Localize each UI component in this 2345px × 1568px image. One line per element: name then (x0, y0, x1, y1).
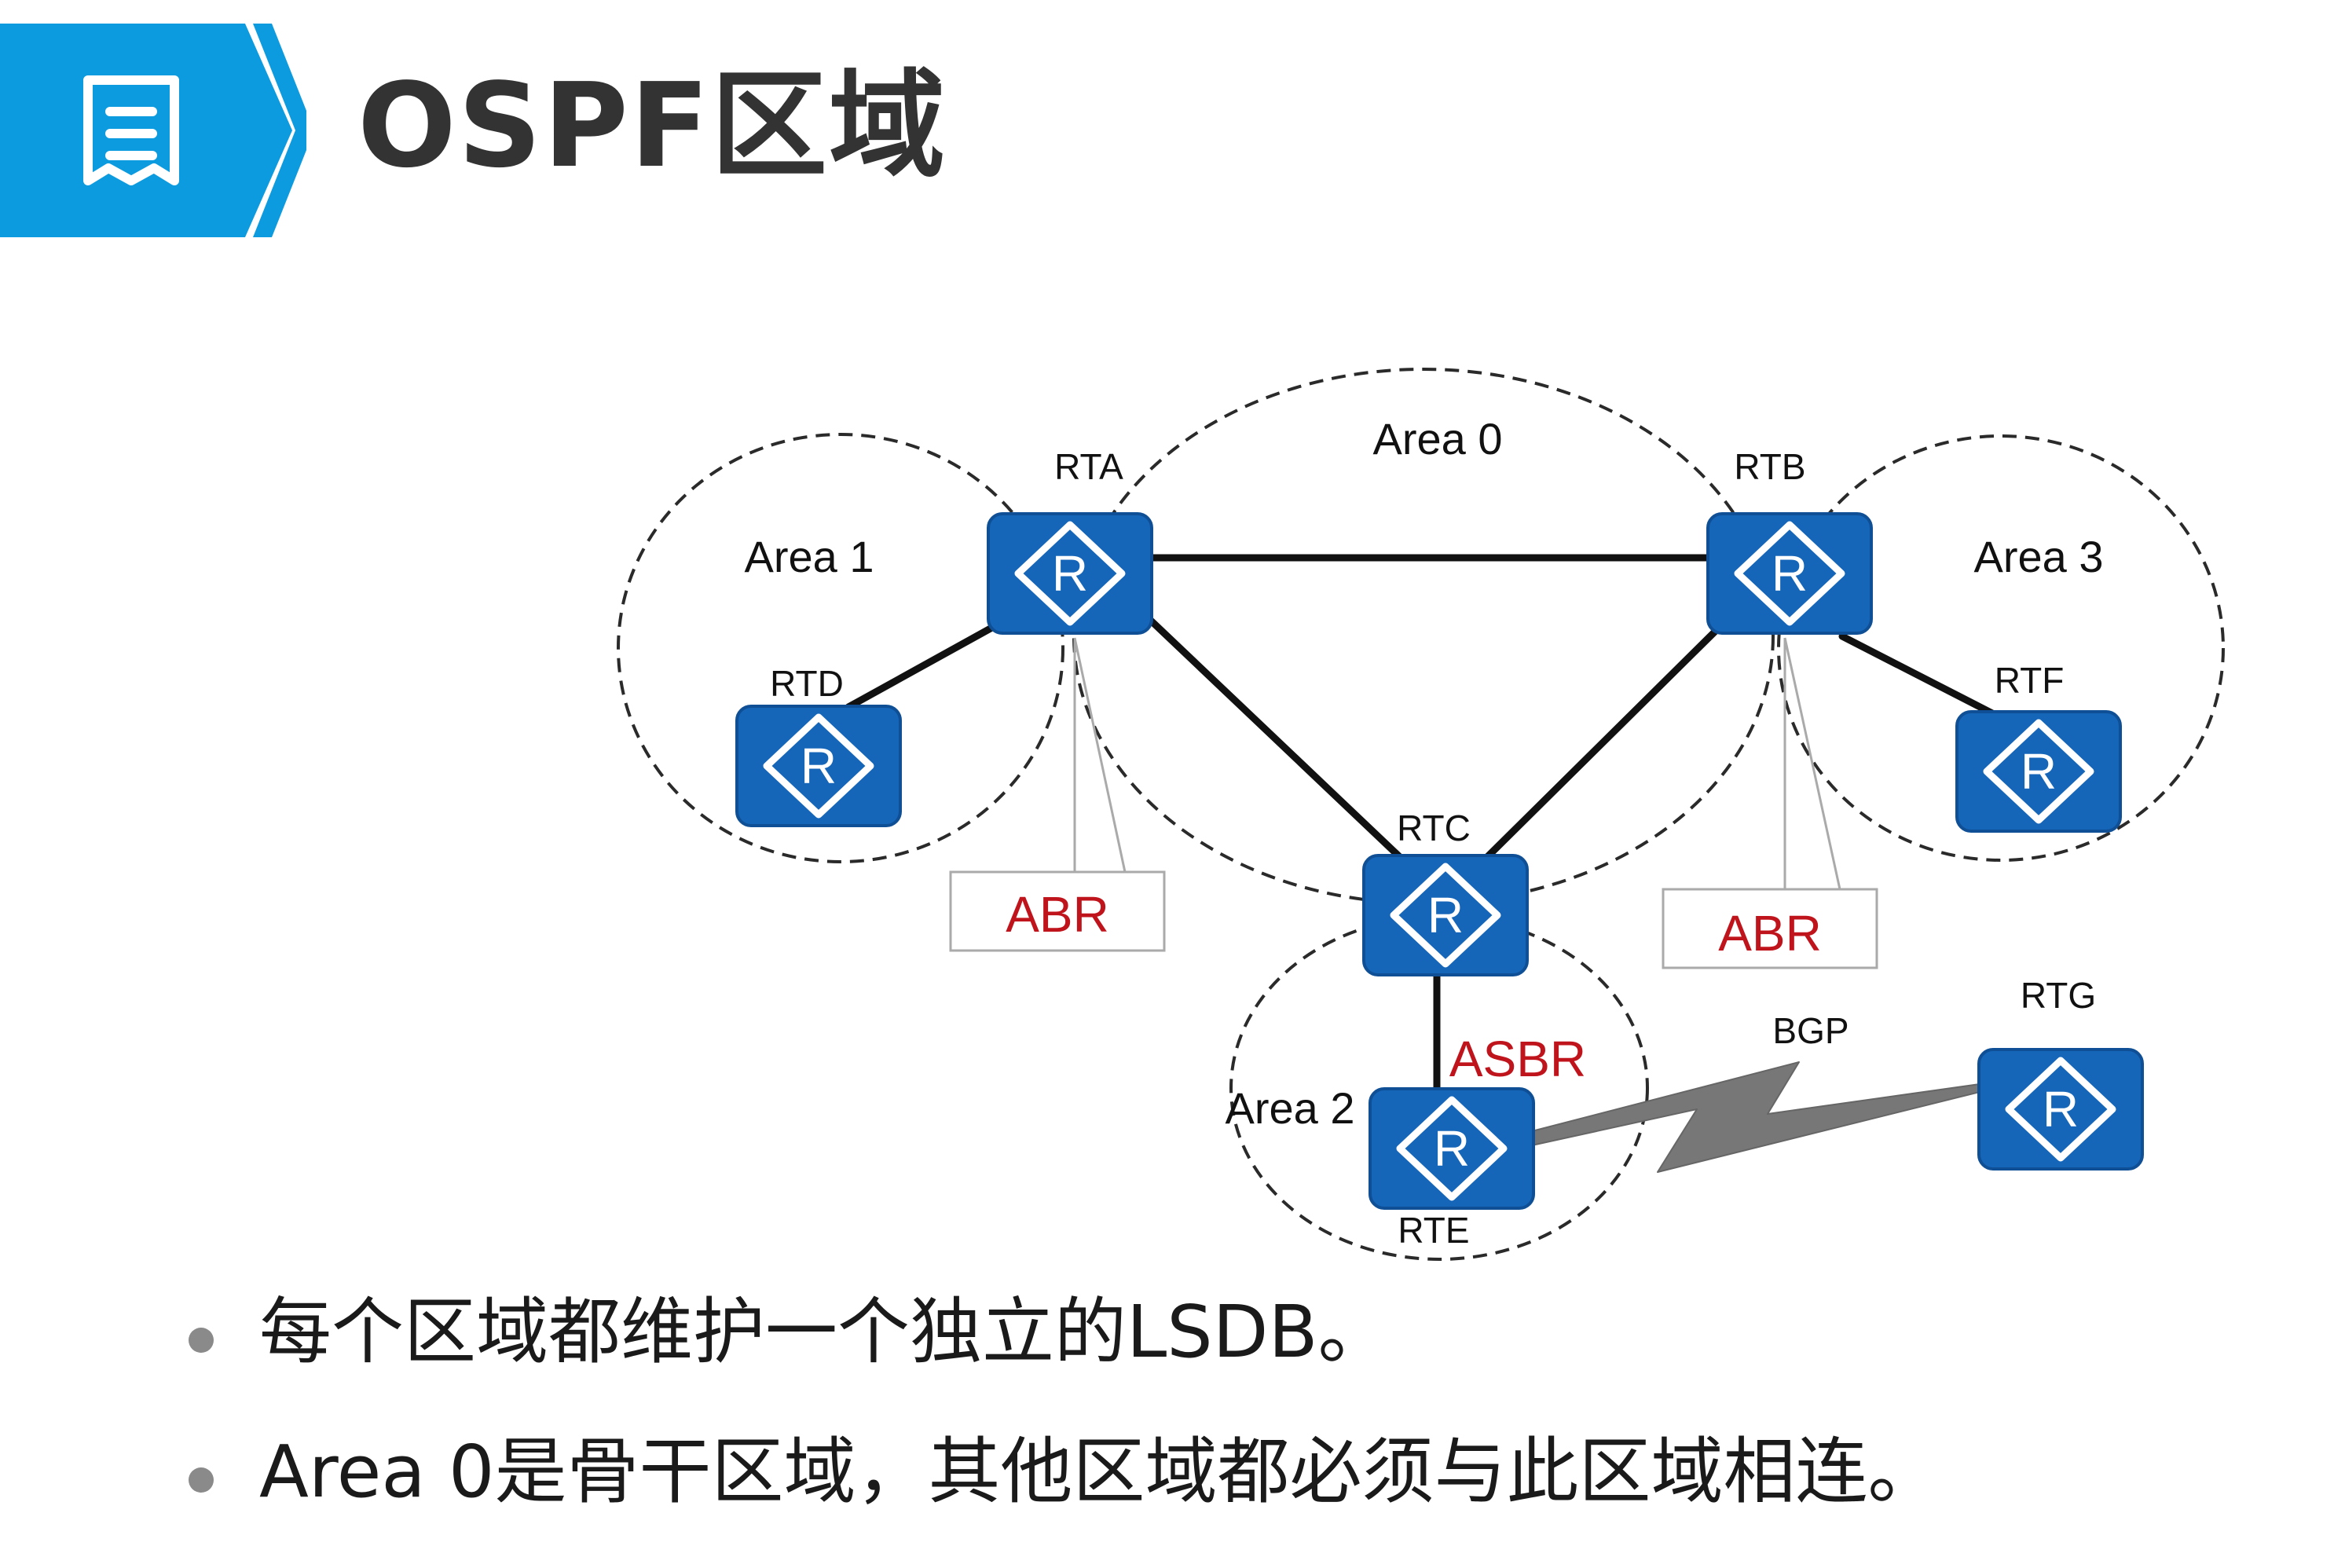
area-1-label: Area 1 (745, 532, 874, 581)
router-label-rtb: RTB (1734, 446, 1805, 487)
bgp-serial-link (1531, 1061, 1980, 1173)
ospf-area-diagram: R R R R R R R Area 0 Area 1 Area 2 Area … (617, 368, 2225, 1261)
bullet-item: Area 0是骨干区域，其他区域都必须与此区域相连。 (181, 1428, 1940, 1516)
area-3-boundary (1777, 434, 2225, 862)
link-rtb-rtc (1482, 625, 1722, 862)
abr-label-rta: ABR (1006, 886, 1109, 943)
abr-callout-rta-line-2 (1073, 637, 1127, 873)
router-label-rte: RTE (1398, 1210, 1469, 1251)
abr-box-rtb (1662, 888, 1878, 969)
router-glyph-rte: R (1434, 1120, 1470, 1177)
router-icon[interactable]: R (1957, 712, 2120, 831)
bullet-item: 每个区域都维护一个独立的LSDB。 (181, 1288, 1940, 1376)
area-2-label: Area 2 (1226, 1083, 1355, 1133)
router-icon[interactable]: R (1370, 1089, 1533, 1208)
router-glyph-rtf: R (2021, 743, 2057, 800)
router-label-rtd: RTD (770, 663, 844, 704)
link-rta-rtc (1147, 617, 1405, 862)
asbr-label-rte: ASBR (1449, 1031, 1586, 1087)
router-glyph-rtb: R (1772, 545, 1808, 602)
router-glyph-rtd: R (801, 738, 837, 794)
router-glyph-rtg: R (2043, 1081, 2079, 1138)
router-icon[interactable]: R (1979, 1050, 2142, 1169)
abr-callout-rtb-line-2 (1783, 637, 1841, 890)
abr-box-rta (949, 870, 1166, 952)
slide: OSPF区域 (0, 24, 2225, 1514)
router-icon[interactable]: R (1708, 514, 1871, 633)
area-1-boundary (617, 433, 1064, 863)
header-badge-chevron (253, 24, 306, 237)
bullet-dot-icon (189, 1467, 214, 1493)
abr-label-rtb: ABR (1718, 905, 1822, 962)
area-0-label: Area 0 (1373, 414, 1503, 463)
router-label-rtf: RTF (1995, 660, 2065, 701)
area-3-label: Area 3 (1974, 532, 2104, 581)
link-rtb-rtf (1838, 632, 1999, 719)
router-label-rta: RTA (1054, 446, 1123, 487)
document-list-icon (83, 75, 179, 185)
router-glyph-rtc: R (1427, 887, 1464, 943)
router-icon[interactable]: R (1364, 855, 1527, 975)
router-glyph-rta: R (1052, 545, 1088, 602)
bullet-text: Area 0是骨干区域，其他区域都必须与此区域相连。 (259, 1430, 1940, 1514)
bullet-list: 每个区域都维护一个独立的LSDB。 Area 0是骨干区域，其他区域都必须与此区… (181, 1288, 1940, 1568)
link-rta-rtd (845, 621, 1000, 711)
bgp-link-label: BGP (1772, 1010, 1849, 1051)
router-label-rtc: RTC (1397, 808, 1471, 848)
header-badge (0, 24, 306, 237)
router-icon[interactable]: R (737, 706, 900, 826)
page-title: OSPF区域 (357, 58, 947, 193)
router-icon[interactable]: R (988, 514, 1152, 633)
bullet-text: 每个区域都维护一个独立的LSDB。 (259, 1290, 1391, 1374)
bullet-dot-icon (189, 1328, 214, 1353)
router-label-rtg: RTG (2021, 975, 2096, 1016)
